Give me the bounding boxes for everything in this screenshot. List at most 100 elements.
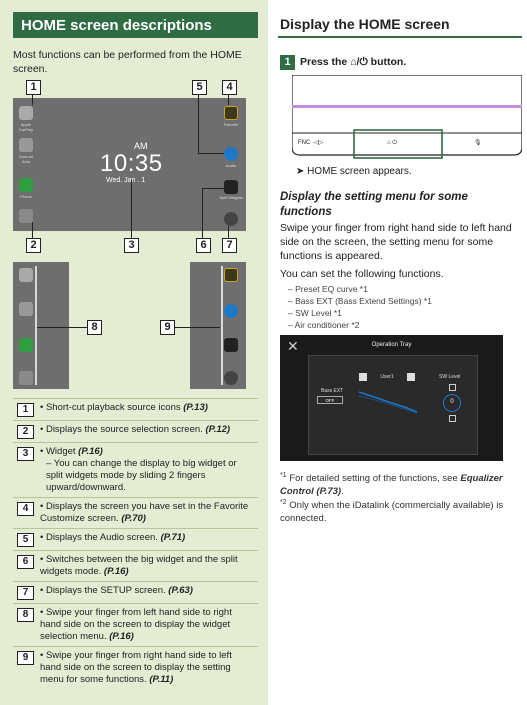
page-ref: (P.12): [205, 424, 231, 435]
footnote-2-text: Only when the iDatalink (commercially av…: [280, 500, 504, 524]
function-item: – Bass EXT (Bass Extend Settings) *1: [288, 296, 432, 306]
row-text: • Short-cut playback source icons: [40, 402, 184, 413]
android-auto-label: Android Auto: [19, 154, 33, 164]
page-ref: (P.63): [168, 585, 193, 596]
page-ref: (P.16): [103, 566, 129, 577]
page-ref: (P.70): [121, 513, 146, 524]
function-item: – SW Level *1: [288, 308, 342, 318]
callout-line-7: [228, 226, 230, 238]
audio-icon-small: [224, 304, 238, 318]
apple-carplay-icon: [19, 106, 33, 120]
clock-time: 10:35: [100, 150, 163, 177]
close-icon: ✕: [287, 338, 299, 354]
footnote-2-mark: *2: [280, 499, 287, 506]
function-item: – Air conditioner *2: [288, 320, 360, 330]
left-column: HOME screen descriptions Most functions …: [13, 12, 258, 76]
callout-8: 8: [87, 320, 102, 335]
callout-1: 1: [26, 80, 41, 95]
description-row: 6 • Switches between the big widget and …: [13, 550, 258, 581]
tray-edge-bar: [221, 266, 223, 385]
home-power-label: ⌂ ⏻: [387, 139, 397, 146]
page-ref: (P.16): [109, 631, 134, 642]
description-row: 1 • Short-cut playback source icons (P.1…: [13, 398, 258, 420]
android-auto-icon-small: [19, 302, 33, 316]
step-number: 1: [280, 55, 295, 70]
callout-line-5: [198, 95, 200, 153]
body-text: Swipe your finger from right hand side t…: [280, 222, 512, 262]
result-text: ➤ HOME screen appears.: [296, 166, 412, 177]
phone-label: Phone: [20, 194, 32, 199]
row-text: • Switches between the big widget and th…: [40, 554, 238, 577]
callout-line-6: [202, 188, 204, 238]
intro-text: Most functions can be performed from the…: [13, 49, 242, 75]
settings-gear-icon-small: [224, 371, 238, 385]
mic-label: 🎙: [474, 138, 482, 146]
description-row: 9 • Swipe your finger from right hand si…: [13, 646, 258, 689]
clock-date: Wed. Jan . 1: [106, 177, 146, 184]
widget-edge-bar: [35, 266, 37, 385]
callout-line-1: [32, 95, 34, 105]
sw-level-value: 0: [443, 394, 461, 412]
row-subtext: – You can change the display to big widg…: [46, 458, 237, 493]
favorite-label: Favorite: [223, 122, 239, 127]
clock-am: AM: [134, 141, 148, 151]
favorite-star-icon-small: [224, 268, 238, 282]
row-number: 6: [17, 555, 34, 569]
callout-line-9: [175, 327, 220, 329]
callout-3: 3: [124, 238, 139, 253]
row-number: 5: [17, 533, 34, 547]
description-row: 8 • Swipe your finger from left hand sid…: [13, 603, 258, 646]
row-text: • Displays the screen you have set in th…: [40, 501, 249, 524]
sw-level-up-button[interactable]: [449, 384, 456, 391]
row-number: 7: [17, 586, 34, 600]
audio-label: Audio: [225, 163, 237, 168]
callout-line-2: [32, 222, 34, 238]
callout-9: 9: [160, 320, 175, 335]
footnote-2: *2 Only when the iDatalink (commercially…: [280, 497, 520, 525]
eq-preset-label: User1: [380, 374, 394, 380]
row-text: • Swipe your finger from right hand side…: [40, 650, 232, 685]
left-swipe-screen-illustration: [13, 262, 69, 389]
eq-prev-button[interactable]: [359, 373, 367, 381]
description-row: 5 • Displays the Audio screen. (P.71): [13, 528, 258, 550]
sub-title: Display the setting menu for some functi…: [280, 191, 468, 218]
step-1: 1 Press the ⌂/⏻ button.: [280, 55, 406, 70]
source-grid-icon: [19, 209, 33, 223]
row-number: 1: [17, 403, 34, 417]
eq-next-button[interactable]: [407, 373, 415, 381]
bass-ext-button[interactable]: OFF: [317, 396, 343, 404]
footnote-1-end: .: [341, 485, 344, 497]
phone-icon: [19, 178, 33, 192]
page-ref: (P.13): [183, 402, 208, 413]
page-ref: (P.16): [78, 446, 103, 457]
row-number: 4: [17, 502, 34, 516]
row-text: • Displays the source selection screen.: [40, 424, 206, 435]
eq-curve-graph: [359, 391, 417, 414]
section-title-right: Display the HOME screen: [278, 14, 522, 38]
description-row: 7 • Displays the SETUP screen. (P.63): [13, 581, 258, 603]
description-row: 2 • Displays the source selection screen…: [13, 420, 258, 442]
function-item: – Preset EQ curve *1: [288, 284, 368, 294]
callout-line-8: [37, 327, 87, 329]
page-ref: (P.71): [160, 532, 186, 543]
callout-line-3: [131, 180, 133, 238]
split-widgets-icon-small: [224, 338, 238, 352]
row-number: 9: [17, 651, 34, 665]
row-number: 2: [17, 425, 34, 439]
sw-level-label: SW Level: [439, 374, 461, 380]
favorite-star-icon: [224, 106, 238, 120]
row-number: 8: [17, 608, 34, 622]
sw-level-down-button[interactable]: [449, 415, 456, 422]
callout-7: 7: [222, 238, 237, 253]
functions-list: – Preset EQ curve *1 – Bass EXT (Bass Ex…: [288, 283, 432, 331]
callout-2: 2: [26, 238, 41, 253]
home-screen-illustration: Apple CarPlay Android Auto Phone AM 10:3…: [13, 98, 246, 231]
apple-carplay-icon-small: [19, 268, 33, 282]
phone-icon-small: [19, 338, 33, 352]
row-number: 3: [17, 447, 34, 461]
audio-icon: [224, 147, 238, 161]
callout-4: 4: [222, 80, 237, 95]
footnote-1-mark: *1: [280, 472, 287, 479]
right-swipe-screen-illustration: [190, 262, 246, 389]
callout-line-4: [228, 95, 230, 105]
